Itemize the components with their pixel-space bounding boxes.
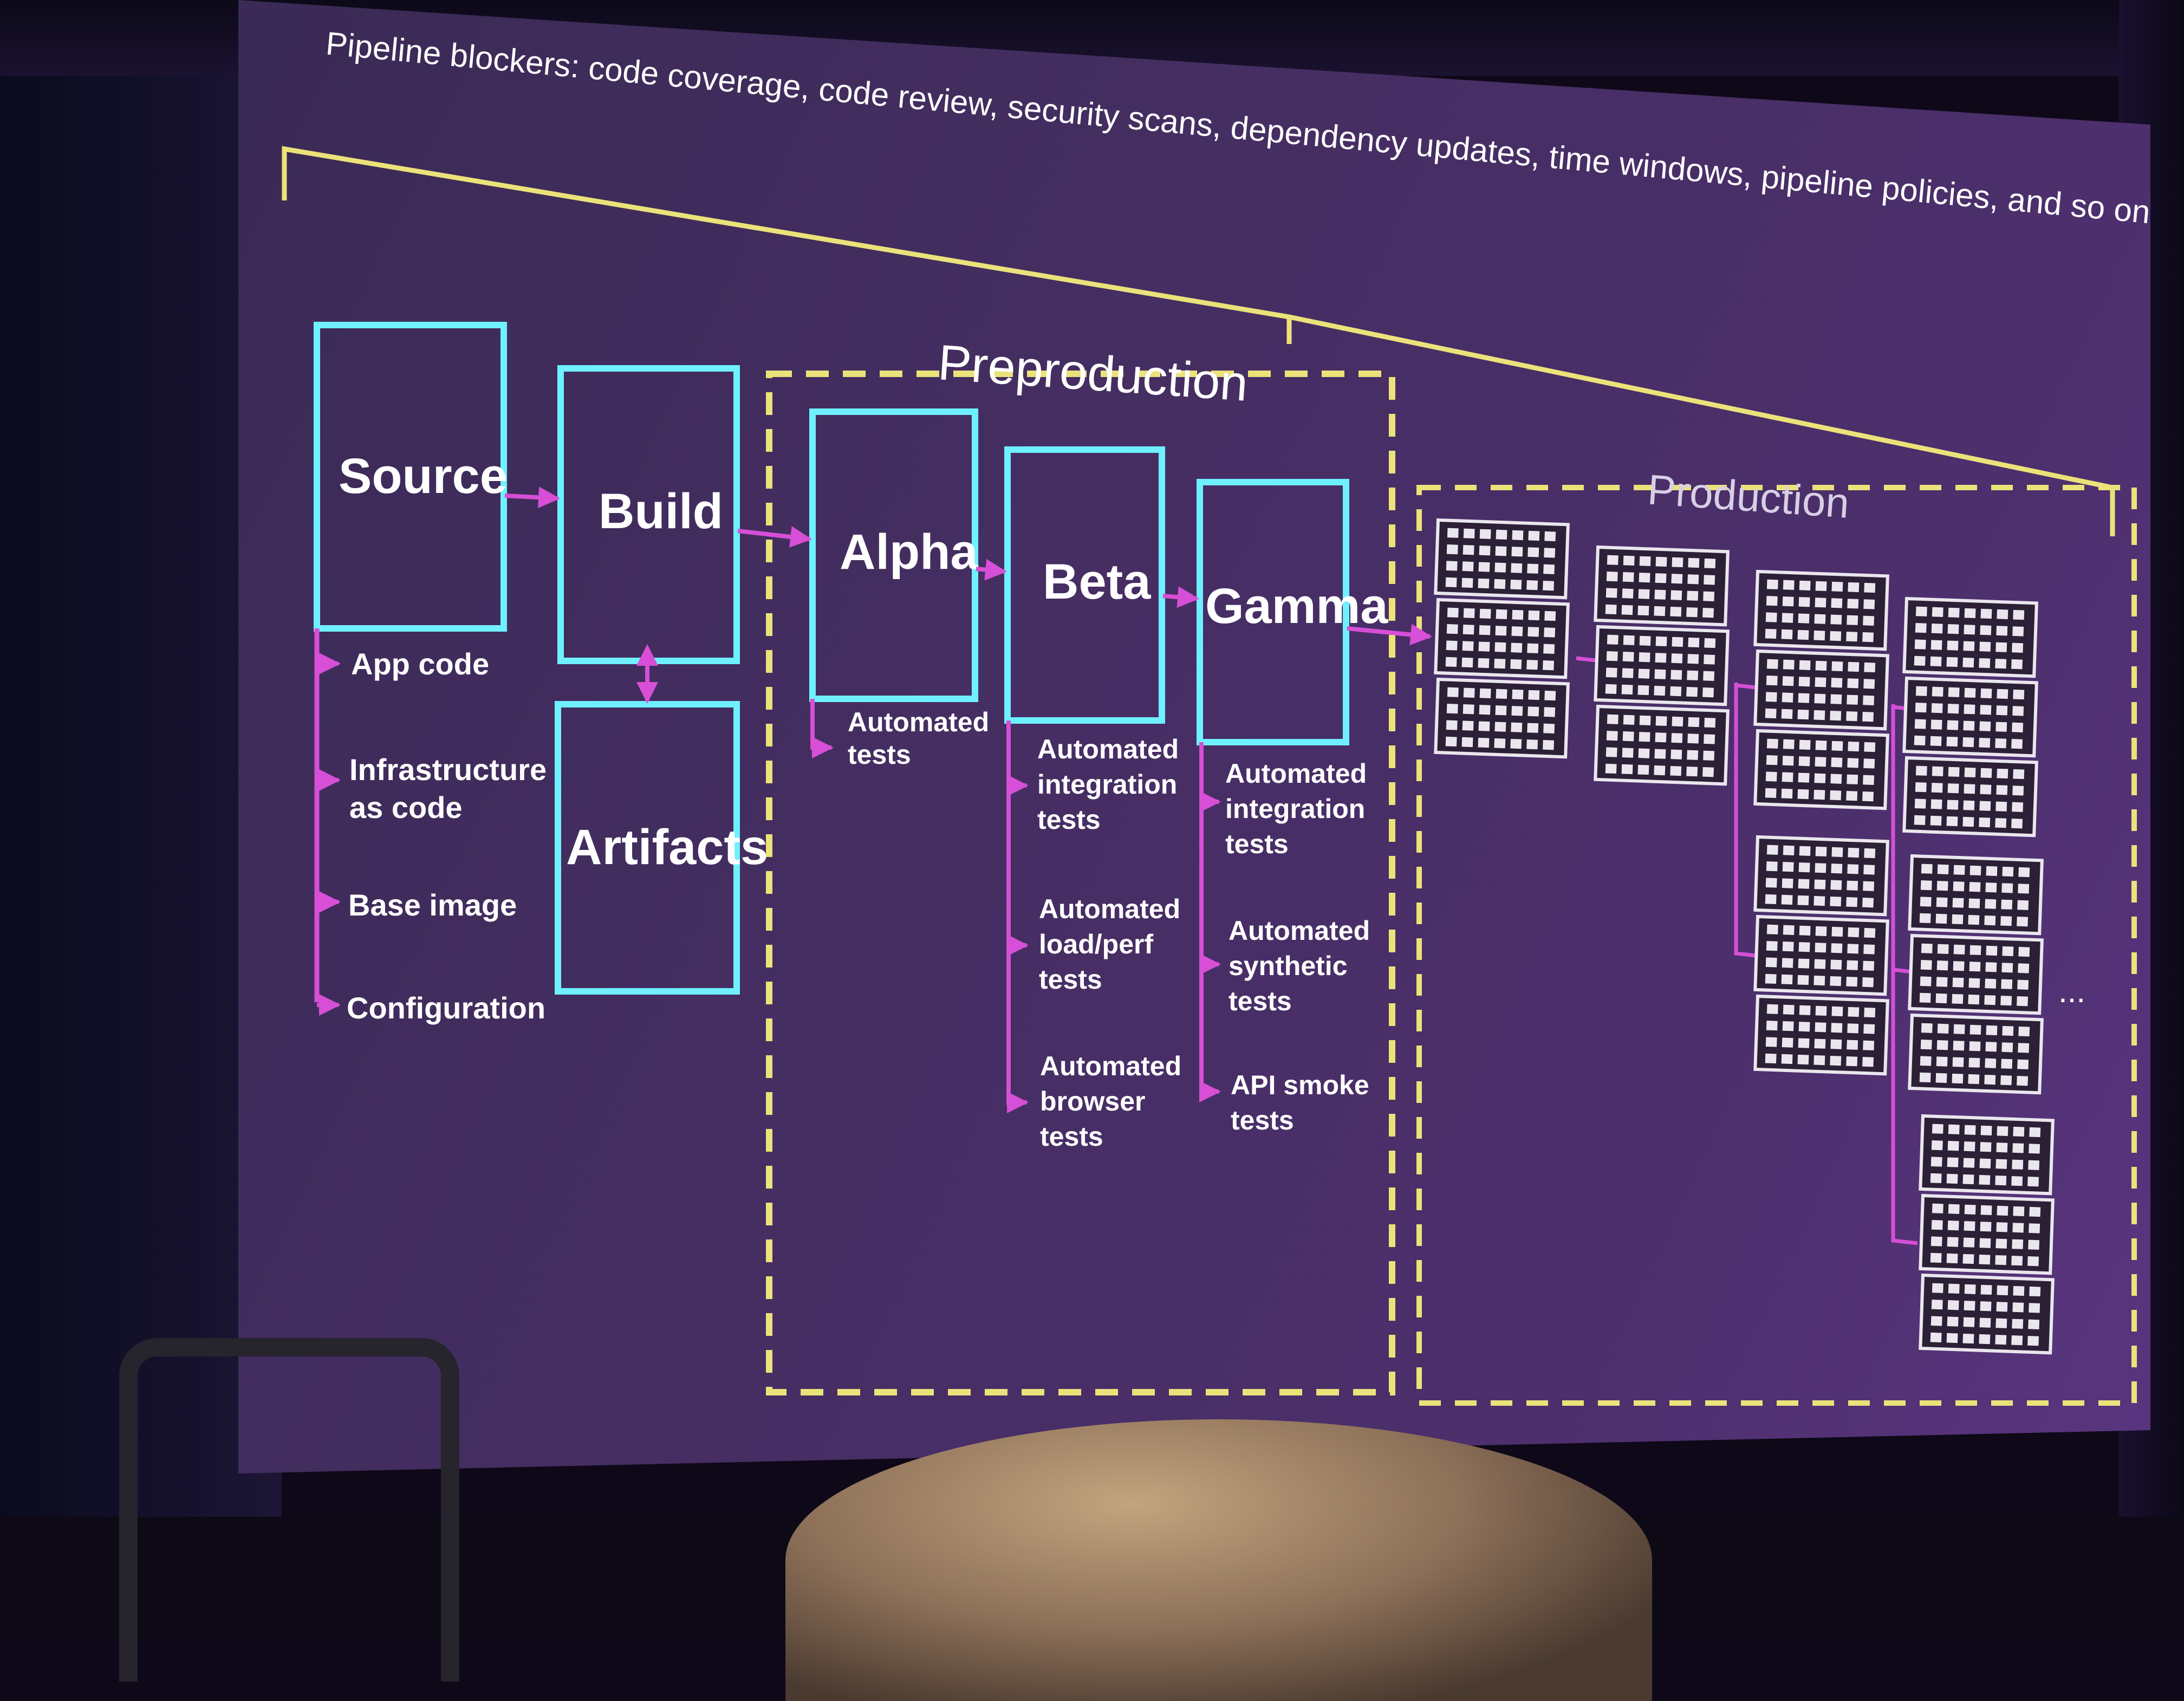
svg-text:Gamma: Gamma <box>1205 579 1388 634</box>
seat-railing <box>119 1338 459 1681</box>
beta-tests: Automated integration tests Automated lo… <box>1006 720 1181 1152</box>
source-inputs: App code Infrastructure as code Base ima… <box>314 628 547 1025</box>
svg-text:synthetic: synthetic <box>1228 951 1348 981</box>
svg-text:Automated: Automated <box>848 707 989 737</box>
stage-beta: Beta <box>1004 446 1165 724</box>
input-iac-line2: as code <box>349 790 463 824</box>
svg-text:browser: browser <box>1040 1086 1146 1116</box>
svg-text:tests: tests <box>1040 1121 1103 1152</box>
svg-text:tests: tests <box>1228 986 1292 1016</box>
server-rack-icon <box>1902 756 2038 837</box>
svg-text:Alpha: Alpha <box>840 524 978 580</box>
server-rack-icon <box>1902 596 2038 678</box>
server-rack-icon <box>1753 649 1889 731</box>
server-rack-icon <box>1753 914 1889 996</box>
svg-text:Build: Build <box>599 484 723 539</box>
input-configuration: Configuration <box>347 991 545 1025</box>
stage-gamma: Gamma <box>1197 479 1388 745</box>
server-rack-icon <box>1753 994 1889 1076</box>
svg-text:Beta: Beta <box>1043 554 1151 609</box>
preproduction-label: Preproduction <box>937 335 1250 412</box>
server-rack-icon <box>1594 704 1730 786</box>
svg-text:load/perf: load/perf <box>1039 929 1153 959</box>
server-rack-icon <box>1919 1114 2055 1196</box>
preproduction-region <box>766 371 1395 1395</box>
svg-text:Automated: Automated <box>1040 1051 1181 1081</box>
server-rack-icon <box>1753 729 1889 810</box>
production-label: Production <box>1646 465 1851 527</box>
stage-connectors <box>504 486 1432 704</box>
server-rack-icon <box>1908 854 2044 936</box>
svg-text:tests: tests <box>1225 829 1289 859</box>
server-rack-icon <box>1434 598 1570 679</box>
production-region <box>1416 485 2137 1406</box>
server-rack-icon <box>1919 1193 2055 1275</box>
server-rack-icon <box>1434 677 1570 759</box>
svg-text:integration: integration <box>1225 794 1365 824</box>
blockers-bracket <box>282 146 2115 536</box>
server-rack-icon <box>1902 676 2038 758</box>
server-rack-icon <box>1594 545 1730 627</box>
svg-text:integration: integration <box>1037 769 1177 800</box>
stage-build: Build <box>557 365 740 664</box>
svg-text:tests: tests <box>1037 804 1101 835</box>
svg-text:Automated: Automated <box>1039 894 1180 924</box>
svg-text:Automated: Automated <box>1037 734 1179 764</box>
svg-text:Artifacts: Artifacts <box>566 820 768 875</box>
svg-text:Automated: Automated <box>1225 758 1367 789</box>
svg-text:API smoke: API smoke <box>1231 1070 1369 1100</box>
production-fleet <box>1434 518 2055 1355</box>
input-app-code: App code <box>351 647 489 681</box>
server-rack-icon <box>1908 1013 2044 1095</box>
svg-text:Source: Source <box>339 449 508 504</box>
server-rack-icon <box>1919 1273 2055 1355</box>
server-rack-icon <box>1434 518 1570 600</box>
audience-member-head <box>785 1419 1652 1701</box>
input-iac-line1: Infrastructure <box>349 752 547 787</box>
stage-alpha: Alpha <box>809 408 978 702</box>
server-rack-icon <box>1753 569 1889 651</box>
input-base-image: Base image <box>348 888 517 922</box>
pipeline-diagram: Pipeline blockers: code coverage, code r… <box>282 25 2152 1406</box>
server-rack-icon <box>1908 933 2044 1015</box>
server-rack-icon <box>1594 625 1730 706</box>
production-more-indicator: ... <box>2058 973 2085 1009</box>
svg-text:Automated: Automated <box>1228 916 1370 946</box>
production-connectors <box>1576 656 1918 1245</box>
alpha-tests: Automated tests <box>810 699 989 770</box>
svg-text:tests: tests <box>1231 1105 1294 1135</box>
stage-source: Source <box>314 322 508 632</box>
svg-text:tests: tests <box>1039 964 1102 995</box>
server-rack-icon <box>1753 835 1889 917</box>
gamma-tests: Automated integration tests Automated sy… <box>1199 742 1370 1135</box>
svg-text:tests: tests <box>848 739 911 770</box>
stage-artifacts: Artifacts <box>555 701 768 995</box>
